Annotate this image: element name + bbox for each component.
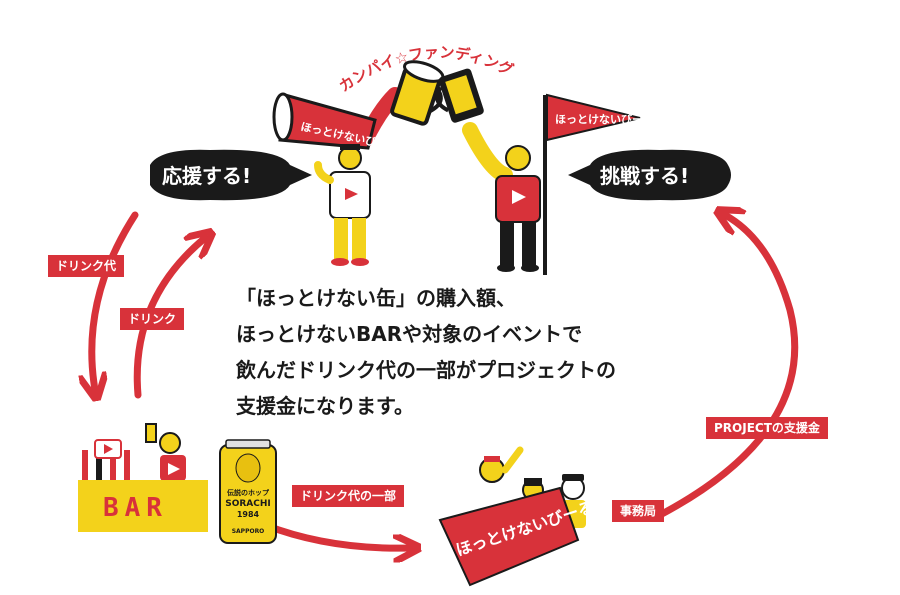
explanation-line-1: 「ほっとけない缶」の購入額、 bbox=[236, 286, 516, 310]
beer-mugs-illustration bbox=[357, 60, 513, 183]
explanation-line-3: 飲んだドリンク代の一部がプロジェクトの bbox=[236, 358, 616, 382]
svg-text:SORACHI: SORACHI bbox=[225, 499, 271, 509]
label-drink-fee-part: ドリンク代の一部 bbox=[292, 485, 405, 507]
svg-text:SAPPORO: SAPPORO bbox=[232, 528, 265, 535]
explanation-line-2: ほっとけないBARや対象のイベントで bbox=[236, 322, 583, 346]
svg-text:挑戦する!: 挑戦する! bbox=[600, 164, 689, 188]
arrow-drink-fee-part bbox=[261, 521, 410, 548]
label-drink: ドリンク bbox=[120, 308, 185, 330]
flow-arrows bbox=[92, 211, 799, 548]
explanation-line-4: 支援金になります。 bbox=[236, 394, 414, 418]
arrow-drink-fee-down bbox=[92, 211, 139, 390]
challenger-character: ほっとけないびーる bbox=[495, 93, 654, 275]
label-project-support: PROJECTの支援金 bbox=[706, 417, 828, 439]
explanation-text: 「ほっとけない缶」の購入額、 ほっとけないBARや対象のイベントで 飲んだドリン… bbox=[236, 280, 776, 424]
crowd-pennant-illustration: ほっとけないびーる bbox=[438, 446, 596, 587]
supporter-character bbox=[314, 144, 371, 266]
svg-text:BAR: BAR bbox=[103, 493, 168, 523]
bubble-challenge: 挑戦する! bbox=[568, 149, 731, 201]
beer-can-illustration: 伝説のホップ SORACHI 1984 SAPPORO bbox=[219, 439, 277, 544]
arrow-project-support bbox=[656, 215, 799, 519]
svg-text:応援する!: 応援する! bbox=[162, 164, 251, 188]
svg-text:伝説のホップ: 伝説のホップ bbox=[227, 488, 270, 497]
label-drink-fee: ドリンク代 bbox=[48, 255, 125, 277]
label-secretariat: 事務局 bbox=[612, 500, 665, 522]
bubble-support: 応援する! bbox=[150, 149, 312, 201]
svg-text:1984: 1984 bbox=[237, 510, 260, 519]
svg-text:ほっとけないびーる: ほっとけないびーる bbox=[555, 112, 654, 126]
bar-illustration: BAR bbox=[78, 423, 208, 532]
